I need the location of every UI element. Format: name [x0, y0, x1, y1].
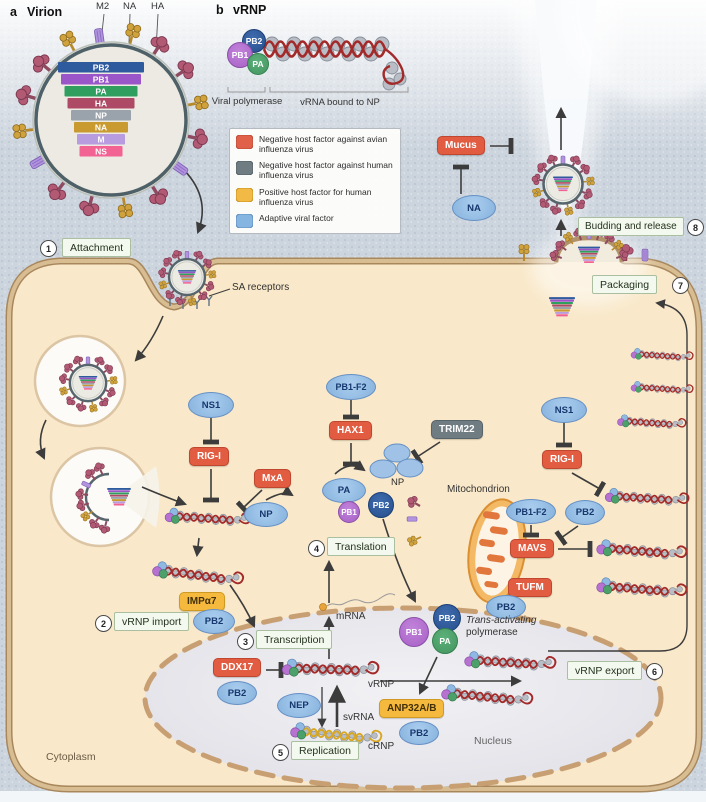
fusion-pore: [115, 466, 160, 528]
step-8-budding-release: Budding and release: [578, 217, 684, 236]
mxa-box: MxA: [254, 469, 292, 488]
cytoplasm-label: Cytoplasm: [46, 751, 96, 763]
svg-text:PB1: PB1: [93, 75, 110, 85]
svg-text:NS: NS: [95, 147, 107, 157]
vrnp-label: vRNP: [368, 679, 395, 690]
step-6-number: 6: [646, 663, 663, 680]
np-ellipse: NP: [244, 502, 288, 527]
brace-right-label: vRNA bound to NP: [300, 97, 380, 108]
np-trimer: [369, 443, 424, 479]
trim22-box: TRIM22: [431, 420, 483, 439]
nep-ellipse: NEP: [277, 693, 321, 718]
svg-text:PB2: PB2: [93, 63, 110, 73]
pb1-f2-ellipse-mito: PB1-F2: [506, 499, 556, 524]
step-4-translation: Translation: [327, 537, 395, 556]
anp32-box: ANP32A/B: [379, 699, 445, 718]
legend-swatch-yellow: [236, 187, 253, 202]
na-ellipse: NA: [452, 195, 496, 221]
svg-text:HA: HA: [95, 99, 107, 109]
step-1-attachment: Attachment: [62, 238, 132, 257]
panel-b-pa: PA: [247, 53, 269, 75]
step-4-number: 4: [308, 540, 325, 557]
nucleus: [142, 605, 664, 791]
panel-a-title: Virion: [27, 5, 63, 19]
nucleus-label: Nucleus: [474, 735, 512, 747]
callout-m2: M2: [96, 1, 110, 12]
impa7-box: IMPα7: [179, 592, 225, 611]
step-5-replication: Replication: [291, 741, 359, 760]
legend-swatch-red: [236, 135, 253, 149]
legend-swatch-blue: [236, 213, 253, 228]
step-7-packaging: Packaging: [592, 275, 658, 294]
step-2-number: 2: [95, 615, 112, 632]
pb2-ellipse-ddx17: PB2: [217, 681, 257, 705]
pb2-circle: PB2: [368, 492, 394, 518]
pb2-ellipse-tufm: PB2: [486, 595, 526, 619]
ns1-ellipse-left: NS1: [188, 392, 234, 418]
pb2-ellipse-mito: PB2: [565, 500, 605, 525]
pb2-ellipse-anp32: PB2: [399, 721, 439, 745]
trans-pb1-circle: PB1: [399, 617, 429, 647]
ddx17-box: DDX17: [213, 658, 262, 677]
pb1-circle: PB1: [338, 501, 360, 523]
panel-a-letter: a: [10, 5, 17, 19]
hax1-box: HAX1: [329, 421, 372, 440]
vrnp-helix: [262, 36, 407, 91]
legend: Negative host factor against avian influ…: [229, 128, 401, 234]
svrna-label: svRNA: [343, 712, 375, 723]
legend-item: Positive host factor for human influenza…: [236, 187, 394, 207]
step-3-transcription: Transcription: [256, 630, 333, 649]
fusing-virion: [74, 460, 131, 535]
legend-swatch-gray: [236, 161, 253, 176]
brace-left: [227, 87, 266, 93]
svg-text:NP: NP: [95, 111, 107, 121]
trans-activating-label: Trans-activating polymerase: [466, 615, 537, 638]
step-6-vrnp-export: vRNP export: [567, 661, 643, 680]
callout-ha: HA: [151, 1, 165, 12]
legend-item: Adaptive viral factor: [236, 213, 394, 228]
budding-virion: [547, 226, 631, 264]
panel-b-letter: b: [216, 3, 224, 17]
step-1-number: 1: [40, 240, 57, 257]
virion-segments: PB2 PB1 PA HA NP NA M NS: [58, 62, 144, 157]
mrna-label: mRNA: [336, 611, 366, 622]
trans-pa-circle: PA: [432, 628, 458, 654]
panel-b-title: vRNP: [233, 3, 267, 17]
pathway-arrows: [35, 106, 688, 728]
step-2-vrnp-import: vRNP import: [114, 612, 190, 631]
brace-left-label: Viral polymerase: [211, 96, 283, 107]
legend-item: Negative host factor against human influ…: [236, 160, 394, 180]
mavs-box: MAVS: [510, 539, 555, 558]
rig-i-box-left: RIG-I: [189, 447, 229, 466]
step-7-number: 7: [672, 277, 689, 294]
mitochondrion-label: Mitochondrion: [447, 484, 510, 495]
vrnp-panel: [227, 36, 409, 93]
rig-i-box-right: RIG-I: [542, 450, 582, 469]
pa-ellipse: PA: [322, 478, 366, 503]
brace-right: [269, 87, 409, 93]
legend-item: Negative host factor against avian influ…: [236, 134, 394, 154]
crnp-label: cRNP: [368, 741, 395, 752]
virion-panel: PB2 PB1 PA HA NP NA M NS: [12, 13, 210, 219]
callout-na: NA: [123, 1, 137, 12]
step-3-number: 3: [237, 633, 254, 650]
tufm-box: TUFM: [508, 578, 552, 597]
svg-text:PA: PA: [95, 87, 106, 97]
mitochondrion: [467, 498, 527, 604]
ns1-ellipse-right: NS1: [541, 397, 587, 423]
pb1-f2-ellipse: PB1-F2: [326, 374, 376, 400]
svg-text:M: M: [97, 135, 104, 145]
mucus-box: Mucus: [437, 136, 485, 155]
sa-receptors-label: SA receptors: [232, 282, 290, 293]
svg-text:NA: NA: [95, 123, 107, 133]
np-trimer-label: NP: [391, 477, 405, 488]
step-5-number: 5: [272, 744, 289, 761]
step-8-number: 8: [687, 219, 704, 236]
pb2-ellipse-impa7: PB2: [193, 609, 235, 634]
mrna-glyph: [319, 593, 396, 611]
